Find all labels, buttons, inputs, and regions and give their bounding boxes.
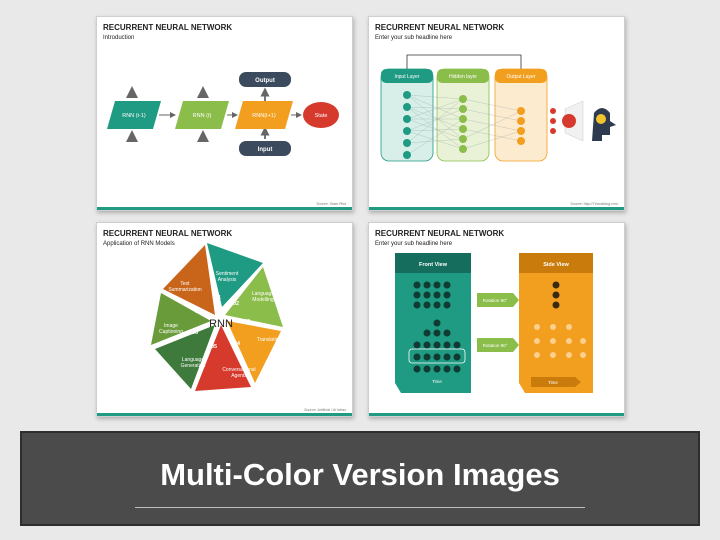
slide-title: RECURRENT NEURAL NETWORK: [103, 229, 233, 238]
item-02-label: Language: [252, 291, 274, 297]
slide-subtitle: Enter your sub headline here: [375, 241, 453, 247]
segment-07: [163, 245, 215, 315]
banner-title: Multi-Color Version Images: [160, 457, 560, 492]
svg-text:07: 07: [195, 309, 201, 315]
slide-applications[interactable]: RECURRENT NEURAL NETWORK Application of …: [96, 222, 353, 417]
slide-subtitle: Application of RNN Models: [103, 241, 175, 247]
input-layer-label: Input Layer: [394, 74, 419, 80]
svg-text:Generation: Generation: [181, 363, 206, 369]
segment-01: [207, 243, 263, 307]
slide-title: RECURRENT NEURAL NETWORK: [103, 23, 233, 32]
item-07-label: Text: [180, 281, 190, 287]
item-06-label: Image: [164, 323, 178, 329]
input-pill: [239, 141, 291, 156]
svg-text:Captioning: Captioning: [159, 329, 183, 335]
slide-title: RECURRENT NEURAL NETWORK: [375, 229, 505, 238]
output-label: Output: [255, 78, 275, 84]
rnn-applications-wheel: Sentiment Analysis 01 Language Modelling…: [151, 243, 283, 391]
output-layer-label: Output Layer: [507, 74, 536, 80]
rnn-flow-diagram: Output Input RNN (t-1) RNN (t) RNN(t+1) …: [107, 72, 339, 156]
state-ellipse: [303, 102, 339, 128]
front-view-label: Front View: [419, 262, 448, 268]
rotation-arrow-2: [477, 338, 519, 352]
slide-source: Source: Artificial / AI Ideas: [304, 408, 346, 412]
version-banner: Multi-Color Version Images: [20, 431, 700, 526]
item-05-label: Language: [182, 357, 204, 363]
side-view-panel: [519, 253, 593, 393]
svg-text:Analysis: Analysis: [218, 277, 237, 283]
slide-footer-bar: [97, 207, 352, 210]
item-01-label: Sentiment: [216, 271, 239, 277]
slide-footer-bar: [97, 413, 352, 416]
svg-text:Modelling: Modelling: [252, 297, 274, 303]
rnn-next-label: RNN(t+1): [252, 113, 276, 119]
svg-text:Summarization: Summarization: [168, 287, 202, 293]
rnn-cur-label: RNN (t): [193, 113, 212, 119]
rnn-views-diagram: Front View Time Rotation 90° Rotation 90…: [395, 253, 593, 393]
rnn-prev-box: [107, 101, 161, 129]
hidden-layer-label: Hidden layer: [449, 74, 477, 80]
center-label: RNN: [209, 318, 233, 330]
slide-source: Source: State.Pilot: [316, 202, 346, 206]
rotation-label-2: Rotation 90°: [483, 343, 508, 348]
idea-head-icon: [562, 100, 616, 142]
svg-text:06: 06: [192, 330, 198, 336]
rotation-label-1: Rotation 90°: [483, 298, 508, 303]
slide-footer-bar: [369, 413, 624, 416]
svg-text:Agents: Agents: [231, 373, 247, 379]
segment-02: [225, 267, 283, 327]
slide-title: RECURRENT NEURAL NETWORK: [375, 23, 505, 32]
slide-subtitle: Enter your sub headline here: [375, 35, 453, 41]
output-pill: [239, 72, 291, 87]
side-time-label: Time: [548, 380, 558, 385]
slide-footer-bar: [369, 207, 624, 210]
banner-underline: [135, 507, 585, 508]
rnn-next-box: [235, 101, 293, 129]
svg-text:04: 04: [234, 341, 241, 347]
svg-text:05: 05: [211, 344, 217, 350]
slide-source: Source: http://Tihookblog.com: [570, 202, 618, 206]
state-label: State: [315, 113, 328, 119]
slide-layers[interactable]: RECURRENT NEURAL NETWORK Enter your sub …: [368, 16, 625, 211]
side-view-label: Side View: [543, 262, 569, 268]
item-03-label: Translation: [257, 337, 282, 343]
svg-text:01: 01: [215, 295, 221, 301]
slide-views[interactable]: RECURRENT NEURAL NETWORK Enter your sub …: [368, 222, 625, 417]
front-time-label: Time: [432, 379, 442, 384]
svg-text:02: 02: [233, 301, 239, 307]
rnn-prev-label: RNN (t-1): [122, 113, 146, 119]
neural-network-diagram: Input Layer Hidden layer Output Layer: [380, 54, 616, 162]
slide-subtitle: Introduction: [103, 35, 135, 41]
rotation-arrow-1: [477, 293, 519, 307]
input-label: Input: [258, 147, 273, 153]
segment-05: [155, 325, 215, 389]
segment-06: [151, 293, 211, 345]
segment-03: [227, 321, 281, 383]
segment-04: [195, 325, 251, 391]
front-view-panel: [395, 253, 471, 393]
slide-introduction[interactable]: RECURRENT NEURAL NETWORK Introduction Ou…: [96, 16, 353, 211]
item-04-label: Conversational: [222, 367, 255, 373]
svg-text:03: 03: [244, 319, 250, 325]
rnn-cur-box: [175, 101, 229, 129]
time-arrow: [531, 377, 581, 387]
